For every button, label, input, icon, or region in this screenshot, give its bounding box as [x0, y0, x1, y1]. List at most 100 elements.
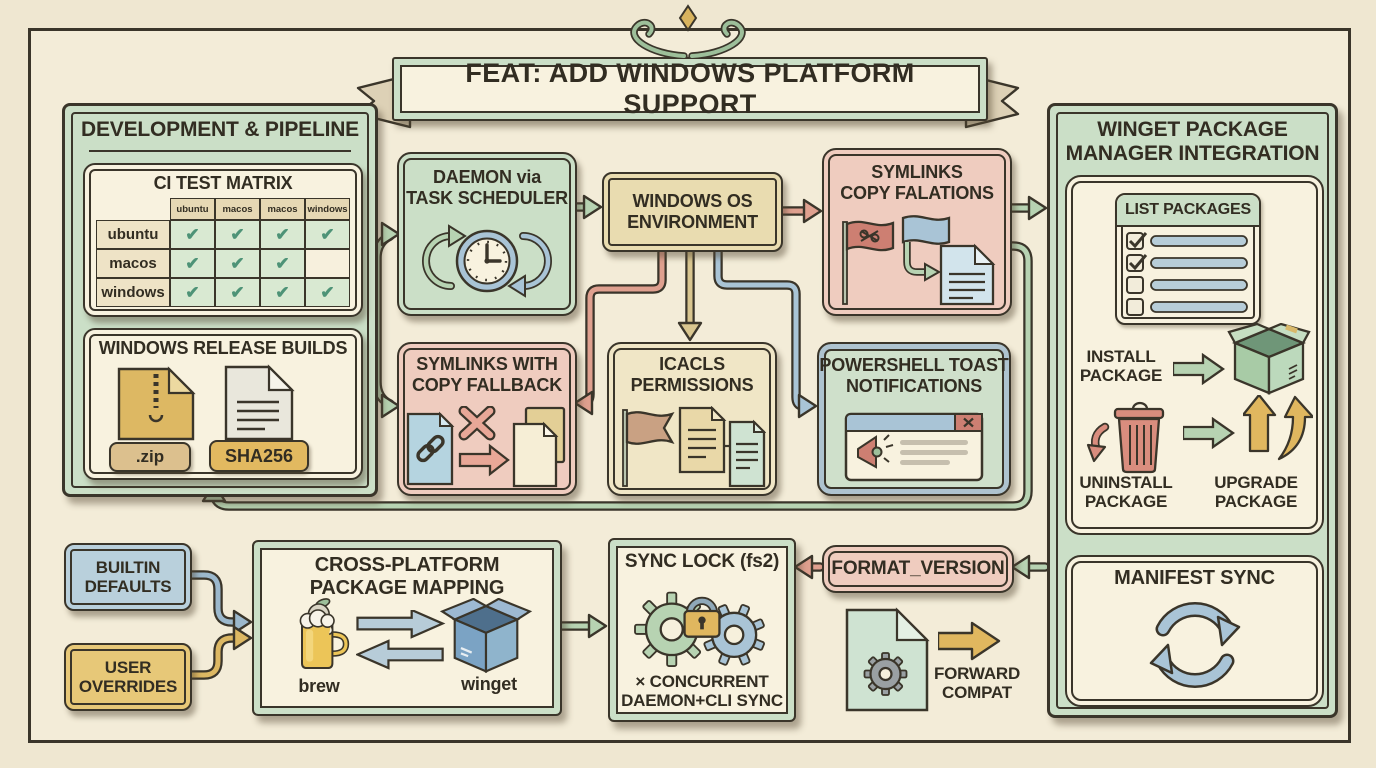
check-icon: ✔: [185, 253, 200, 273]
dev-title-rule: [89, 150, 351, 152]
config-doc-icon: [845, 607, 930, 712]
list-packages-title: LIST PACKAGES: [1124, 200, 1251, 218]
format-version-label: FORMAT_VERSION: [831, 558, 1005, 580]
ci-row-label: macos: [96, 249, 170, 278]
arrow-windows-to-symlink-flags: [776, 198, 823, 224]
toast-notification-icon: [844, 412, 984, 482]
check-icon: ✔: [185, 282, 200, 302]
release-builds-title: WINDOWS RELEASE BUILDS: [98, 338, 348, 358]
ci-row-label: ubuntu: [96, 220, 170, 249]
ci-col-header: macos: [260, 198, 305, 220]
arrow-windows-to-fallback: [573, 244, 667, 416]
ci-matrix-title: CI TEST MATRIX: [153, 173, 293, 193]
arrow-overrides-to-mapping: [185, 625, 253, 680]
ci-test-matrix-box: CI TEST MATRIX ubuntu macos macos window…: [83, 163, 363, 317]
ci-col-header: macos: [215, 198, 260, 220]
ci-check-cell: ✔: [170, 278, 215, 307]
ci-check-cell: ✔: [305, 278, 350, 307]
permissions-flag-docs-icon: [622, 406, 766, 488]
check-icon: ✔: [275, 253, 290, 273]
format-version-box: FORMAT_VERSION: [822, 545, 1014, 593]
ci-check-cell: ✔: [215, 278, 260, 307]
brew-label: brew: [298, 676, 340, 696]
check-icon: ✔: [185, 224, 200, 244]
sync-lock-box: SYNC LOCK (fs2): [608, 538, 796, 722]
check-icon: ✔: [320, 224, 335, 244]
install-arrow-icon: [1173, 353, 1225, 385]
check-icon: ✔: [275, 224, 290, 244]
sha-file-icon: [224, 364, 295, 441]
uninstall-upgrade-arrow-icon: [1183, 417, 1235, 449]
ci-empty-cell: [305, 249, 350, 278]
ci-check-cell: ✔: [215, 220, 260, 249]
list-packages-card: LIST PACKAGES: [1115, 193, 1261, 325]
winget-label: winget: [461, 674, 517, 694]
ci-check-cell: ✔: [170, 249, 215, 278]
ci-check-cell: ✔: [215, 249, 260, 278]
forward-arrow-icon: [938, 621, 1001, 661]
uninstall-trash-icon: [1086, 401, 1165, 474]
arrow-flags-to-winget: [1005, 195, 1048, 221]
sync-arrows-icon: [1149, 602, 1241, 688]
check-icon: ✔: [230, 282, 245, 302]
ci-col-header: ubuntu: [170, 198, 215, 220]
ci-check-cell: ✔: [260, 278, 305, 307]
arrow-defaults-to-mapping: [185, 570, 253, 635]
arrow-manifest-to-formatversion: [1010, 554, 1050, 580]
check-icon: ✔: [230, 224, 245, 244]
ci-check-cell: ✔: [260, 220, 305, 249]
ci-check-cell: ✔: [170, 220, 215, 249]
symlink-fallback-icon: [406, 406, 566, 488]
scheduler-clock-icon: [422, 224, 552, 298]
install-package-box-icon: [1227, 323, 1311, 395]
list-packages-header: LIST PACKAGES: [1117, 195, 1259, 227]
ci-check-cell: ✔: [305, 220, 350, 249]
flags-document-icon: [842, 215, 996, 306]
arrow-daemon-to-windows: [570, 194, 603, 220]
arrow-formatversion-to-synclock: [793, 554, 825, 580]
arrow-windows-to-toast: [713, 244, 818, 419]
sha256-badge: SHA256: [209, 440, 309, 472]
zip-file-icon: [117, 366, 196, 441]
lock-gears-icon: [634, 591, 765, 667]
zip-badge: .zip: [109, 442, 191, 472]
mapping-arrows-icon: [356, 610, 446, 670]
package-checklist-icon: [1126, 232, 1248, 316]
banner-ornament-icon: [630, 4, 746, 58]
arrow-daemon-fallback-link: [372, 221, 401, 419]
ci-check-cell: ✔: [260, 249, 305, 278]
arrow-mapping-to-synclock: [555, 613, 608, 639]
check-icon: ✔: [320, 282, 335, 302]
upgrade-arrows-icon: [1243, 395, 1313, 461]
manifest-sync-title: MANIFEST SYNC: [1114, 567, 1275, 589]
manifest-sync-box: MANIFEST SYNC: [1065, 555, 1324, 707]
ci-row-label: windows: [96, 278, 170, 307]
dev-panel-title: DEVELOPMENT & PIPELINE: [81, 118, 359, 141]
windows-release-builds-box: WINDOWS RELEASE BUILDS .zip SHA256: [83, 328, 363, 480]
title-banner-inner: FEAT: ADD WINDOWS PLATFORM SUPPORT: [400, 58, 980, 119]
